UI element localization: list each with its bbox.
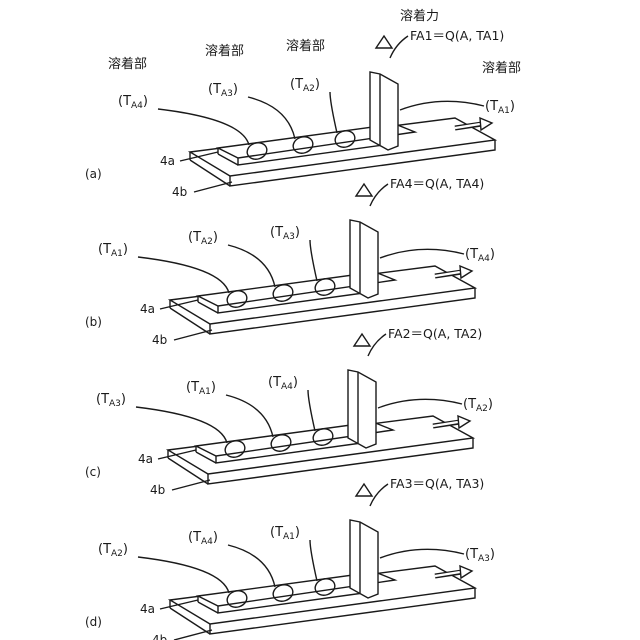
- weld-temp-label-1: (TA3): [96, 392, 126, 409]
- panel-c: (c) 4a 4b (TA3) (TA1) (TA4) (TA2) FA2＝Q(A, TA2): [85, 326, 493, 497]
- panel-b: (b) 4a 4b (TA1) (TA2) (TA3) (TA4) FA4＝Q(A, TA4): [85, 176, 495, 347]
- weld-temp-label-3: (TA1): [270, 525, 300, 542]
- panel-d: (d) 4a 4b (TA2) (TA4) (TA1) (TA3) FA3＝Q(A, TA3): [85, 476, 495, 640]
- weld-part-label-2: 溶着部: [205, 43, 244, 59]
- lower-plate-label: 4b: [150, 483, 165, 497]
- weld-temp-label-2: (TA1): [186, 380, 216, 397]
- formula-leader: [370, 184, 388, 206]
- panels: (a) 4a 4b (TA4) (TA3) (TA2) (TA1) FA1＝Q(A, TA1)…: [85, 28, 515, 640]
- weld-force-formula: FA4＝Q(A, TA4): [390, 176, 484, 191]
- pull-leader: [380, 549, 464, 558]
- up-arrow-head: [356, 484, 372, 496]
- weld-leader-1: [138, 257, 229, 293]
- weld-leader-2: [228, 245, 275, 287]
- weld-force-formula: FA3＝Q(A, TA3): [390, 476, 484, 491]
- formula-leader: [368, 334, 386, 356]
- pull-temp-label: (TA1): [485, 99, 515, 116]
- formula-leader: [390, 36, 408, 58]
- right-arrow-head: [458, 416, 470, 428]
- panel-id: (a): [85, 167, 102, 181]
- panel-id: (d): [85, 615, 102, 629]
- weld-force-label: 溶着力: [400, 8, 439, 24]
- weld-temp-label-1: (TA4): [118, 94, 148, 111]
- pull-leader: [378, 399, 462, 408]
- right-arrow-head: [460, 266, 472, 278]
- panel-id: (c): [85, 465, 101, 479]
- weld-leader-2: [226, 395, 273, 437]
- pull-leader: [380, 249, 464, 258]
- weld-temp-label-1: (TA2): [98, 542, 128, 559]
- weld-leader-1: [158, 109, 249, 145]
- pull-temp-label: (TA4): [465, 247, 495, 264]
- weld-force-formula: FA2＝Q(A, TA2): [388, 326, 482, 341]
- lower-plate-leader: [194, 182, 232, 192]
- right-arrow-head: [480, 118, 492, 130]
- weld-temp-label-3: (TA2): [290, 77, 320, 94]
- weld-leader-2: [248, 97, 295, 139]
- weld-leader-1: [138, 557, 229, 593]
- lower-plate-leader: [174, 630, 212, 640]
- peeled-tab: [350, 220, 378, 298]
- pull-temp-label: (TA2): [463, 397, 493, 414]
- peeled-tab: [370, 72, 398, 150]
- weld-force-formula: FA1＝Q(A, TA1): [410, 28, 504, 43]
- weld-leader-3: [308, 390, 315, 431]
- pull-leader: [400, 101, 484, 110]
- weld-temp-label-3: (TA4): [268, 375, 298, 392]
- lower-plate-label: 4b: [152, 633, 167, 640]
- weld-leader-1: [136, 407, 227, 443]
- upper-plate-label: 4a: [140, 302, 155, 316]
- weld-leader-2: [228, 545, 275, 587]
- pull-temp-label: (TA3): [465, 547, 495, 564]
- up-arrow-head: [356, 184, 372, 196]
- weld-temp-label-2: (TA3): [208, 82, 238, 99]
- lower-plate-leader: [174, 330, 212, 340]
- formula-leader: [370, 484, 388, 506]
- up-arrow-head: [354, 334, 370, 346]
- peeled-tab: [350, 520, 378, 598]
- weld-temp-label-2: (TA4): [188, 530, 218, 547]
- weld-part-label-3: 溶着部: [286, 38, 325, 54]
- upper-plate-label: 4a: [140, 602, 155, 616]
- right-arrow-head: [460, 566, 472, 578]
- weld-temp-label-1: (TA1): [98, 242, 128, 259]
- weld-leader-3: [310, 240, 317, 281]
- weld-part-label-4: 溶着部: [482, 60, 521, 76]
- panel-id: (b): [85, 315, 102, 329]
- lower-plate-label: 4b: [152, 333, 167, 347]
- weld-temp-label-3: (TA3): [270, 225, 300, 242]
- weld-leader-3: [330, 92, 337, 133]
- up-arrow-head: [376, 36, 392, 48]
- weld-temp-label-2: (TA2): [188, 230, 218, 247]
- lower-plate-label: 4b: [172, 185, 187, 199]
- weld-leader-3: [310, 540, 317, 581]
- peeled-tab: [348, 370, 376, 448]
- weld-part-label-1: 溶着部: [108, 56, 147, 72]
- upper-plate-label: 4a: [160, 154, 175, 168]
- lower-plate-leader: [172, 480, 210, 490]
- upper-plate-label: 4a: [138, 452, 153, 466]
